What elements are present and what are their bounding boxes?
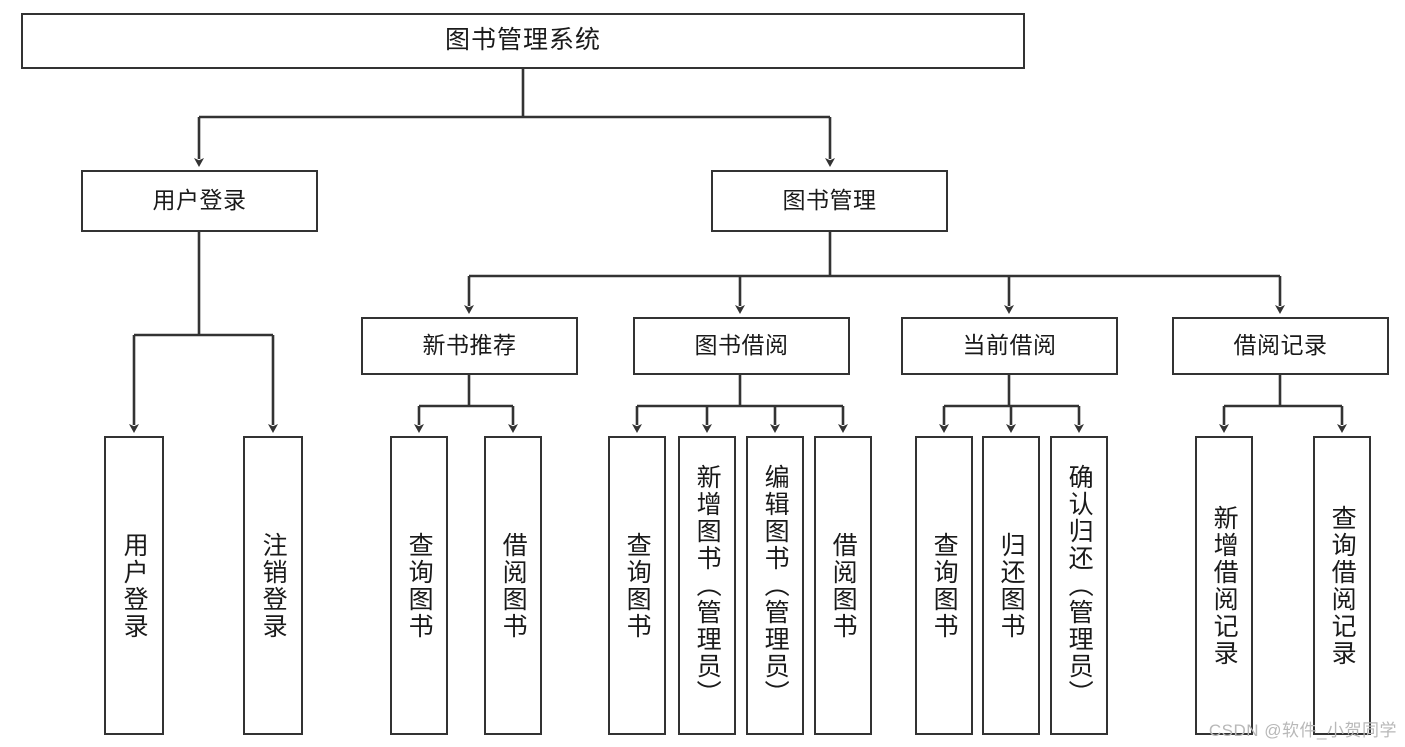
node-records[interactable]: 借阅记录 — [1172, 317, 1389, 375]
node-l13[interactable]: 查询借阅记录 — [1313, 436, 1371, 735]
node-label: 查询图书 — [405, 531, 434, 640]
node-bookmgmt[interactable]: 图书管理 — [711, 170, 948, 232]
node-root[interactable]: 图书管理系统 — [21, 13, 1025, 69]
node-borrow[interactable]: 图书借阅 — [633, 317, 850, 375]
node-label: 借阅图书 — [829, 531, 858, 640]
node-label: 当前借阅 — [962, 332, 1057, 359]
node-label: 图书借阅 — [694, 332, 789, 359]
node-l9[interactable]: 查询图书 — [915, 436, 973, 735]
node-l10[interactable]: 归还图书 — [982, 436, 1040, 735]
node-label: 查询图书 — [623, 531, 652, 640]
connector-lines — [129, 69, 1347, 433]
node-l8[interactable]: 借阅图书 — [814, 436, 872, 735]
node-l12[interactable]: 新增借阅记录 — [1195, 436, 1253, 735]
node-l2[interactable]: 注销登录 — [243, 436, 303, 735]
node-label: 新增图书（管理员） — [693, 464, 722, 707]
node-label: 借阅图书 — [499, 531, 528, 640]
node-l4[interactable]: 借阅图书 — [484, 436, 542, 735]
node-label: 查询图书 — [930, 531, 959, 640]
node-label: 查询借阅记录 — [1328, 504, 1357, 667]
node-login[interactable]: 用户登录 — [81, 170, 318, 232]
node-label: 用户登录 — [152, 187, 247, 214]
node-label: 借阅记录 — [1233, 332, 1328, 359]
node-label: 新书推荐 — [422, 332, 517, 359]
node-label: 编辑图书（管理员） — [761, 464, 790, 707]
node-newrec[interactable]: 新书推荐 — [361, 317, 578, 375]
node-l11[interactable]: 确认归还（管理员） — [1050, 436, 1108, 735]
node-l1[interactable]: 用户登录 — [104, 436, 164, 735]
node-label: 新增借阅记录 — [1210, 504, 1239, 667]
node-label: 确认归还（管理员） — [1065, 464, 1094, 707]
node-l6[interactable]: 新增图书（管理员） — [678, 436, 736, 735]
node-label: 注销登录 — [259, 531, 288, 640]
node-current[interactable]: 当前借阅 — [901, 317, 1118, 375]
node-l5[interactable]: 查询图书 — [608, 436, 666, 735]
node-l7[interactable]: 编辑图书（管理员） — [746, 436, 804, 735]
node-label: 图书管理系统 — [444, 26, 601, 55]
node-label: 归还图书 — [997, 531, 1026, 640]
node-label: 图书管理 — [782, 187, 877, 214]
node-label: 用户登录 — [120, 531, 149, 640]
node-l3[interactable]: 查询图书 — [390, 436, 448, 735]
